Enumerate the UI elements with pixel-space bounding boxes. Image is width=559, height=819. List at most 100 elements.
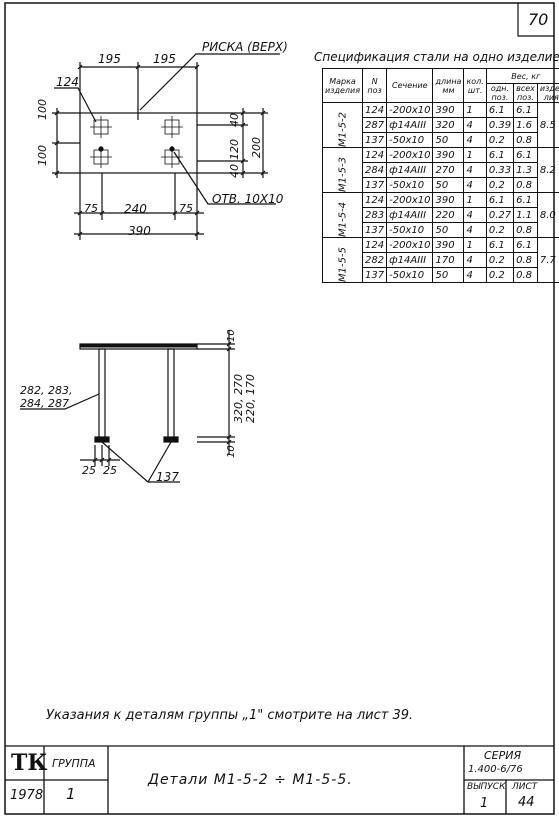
spec-cell-w-one: 0.33 (485, 162, 515, 178)
side-view (20, 330, 235, 483)
dim-40-upper: 40 (228, 113, 241, 127)
spec-cell-length: 390 (432, 192, 465, 208)
spec-cell-length: 50 (432, 132, 465, 148)
series-label: СЕРИЯ (484, 749, 522, 762)
col-mark: Марка изделия (321, 68, 364, 103)
spec-cell-section: ф14АIII (386, 207, 434, 223)
spec-cell-w-all: 0.8 (513, 267, 538, 283)
spec-cell-section: -200х10 (386, 237, 434, 253)
side-dim-25-right: 25 (103, 464, 117, 477)
spec-mark: М1-5-3 (322, 147, 363, 193)
col-section: Сечение (386, 68, 434, 103)
spec-cell-section: -50х10 (386, 132, 434, 148)
sheet-value: 44 (518, 795, 535, 810)
spec-cell-section: -200х10 (386, 192, 434, 208)
spec-cell-w-all: 1.3 (513, 162, 538, 178)
dim-200: 200 (250, 137, 263, 158)
spec-cell-count: 1 (463, 147, 487, 163)
spec-cell-w-all: 6.1 (513, 147, 538, 163)
spec-cell-w-one: 6.1 (485, 192, 515, 208)
spec-cell-section: ф14АIII (386, 252, 434, 268)
side-dim-25-left: 25 (82, 464, 96, 477)
spec-cell-count: 4 (463, 177, 487, 193)
spec-item-weight: 8.0 (536, 192, 559, 238)
spec-cell-count: 4 (463, 267, 487, 283)
spec-cell-n: 137 (362, 177, 388, 193)
spec-cell-n: 283 (362, 207, 388, 223)
spec-cell-w-all: 0.8 (513, 222, 538, 238)
dim-75-right: 75 (179, 202, 193, 215)
group-value: 1 (66, 785, 76, 803)
dim-100-upper: 100 (36, 99, 49, 120)
side-label-1: 282, 283, (20, 384, 73, 397)
spec-cell-count: 4 (463, 207, 487, 223)
dim-120: 120 (228, 139, 241, 160)
spec-cell-length: 220 (432, 207, 465, 223)
spec-cell-count: 1 (463, 102, 487, 118)
col-length: длина мм (432, 68, 465, 103)
year: 1978 (10, 788, 44, 803)
spec-cell-n: 282 (362, 252, 388, 268)
series-value: 1.400-6/76 (468, 764, 523, 775)
dim-40-lower: 40 (228, 164, 241, 178)
spec-cell-section: -200х10 (386, 102, 434, 118)
spec-cell-n: 124 (362, 192, 388, 208)
sheet-label: ЛИСТ (512, 782, 538, 792)
hole-label: ОТВ. 10Х10 (212, 192, 284, 206)
dim-195-right: 195 (153, 52, 176, 66)
spec-mark: М1-5-2 (322, 102, 363, 148)
spec-cell-w-one: 6.1 (485, 237, 515, 253)
spec-cell-section: ф14АIII (386, 162, 434, 178)
spec-cell-length: 390 (432, 237, 465, 253)
spec-cell-w-one: 0.2 (485, 252, 515, 268)
label-124: 124 (56, 75, 79, 89)
spec-cell-count: 4 (463, 162, 487, 178)
mark-label: РИСКА (ВЕРХ) (202, 40, 288, 54)
col-n: N поз (362, 68, 388, 103)
side-label-2: 284, 287 (20, 397, 69, 410)
spec-cell-length: 390 (432, 102, 465, 118)
spec-cell-length: 390 (432, 147, 465, 163)
spec-cell-w-all: 0.8 (513, 132, 538, 148)
spec-cell-length: 50 (432, 177, 465, 193)
plan-view (52, 53, 280, 240)
spec-cell-w-all: 1.6 (513, 117, 538, 133)
col-w-one: одн. поз. (485, 83, 515, 103)
spec-cell-n: 137 (362, 267, 388, 283)
spec-mark: М1-5-5 (322, 237, 363, 283)
sheet-note: Указания к деталям группы „1" смотрите н… (46, 708, 414, 723)
page-number: 70 (528, 10, 549, 29)
group-label: ГРУППА (52, 757, 96, 770)
col-count: кол. шт. (463, 68, 487, 103)
spec-cell-length: 320 (432, 117, 465, 133)
spec-cell-w-all: 0.8 (513, 177, 538, 193)
spec-title: Спецификация стали на одно изделие (314, 50, 559, 64)
spec-cell-length: 270 (432, 162, 465, 178)
org-mark: ТК (11, 750, 48, 776)
dim-390: 390 (128, 224, 151, 238)
spec-cell-w-one: 0.2 (485, 267, 515, 283)
spec-cell-w-one: 0.2 (485, 132, 515, 148)
spec-cell-n: 124 (362, 237, 388, 253)
spec-mark: М1-5-4 (322, 192, 363, 238)
spec-cell-w-one: 0.2 (485, 222, 515, 238)
col-w-all: всех поз. (513, 83, 538, 103)
spec-cell-w-one: 0.27 (485, 207, 515, 223)
spec-cell-n: 137 (362, 132, 388, 148)
drawing-title: Детали М1-5-2 ÷ М1-5-5. (148, 772, 353, 788)
side-dim-10-bottom: 10 (226, 445, 237, 458)
spec-cell-length: 50 (432, 267, 465, 283)
side-dim-10-top: 10 (226, 329, 237, 342)
spec-cell-w-one: 0.39 (485, 117, 515, 133)
spec-cell-section: -50х10 (386, 177, 434, 193)
spec-cell-n: 124 (362, 102, 388, 118)
spec-cell-w-one: 0.2 (485, 177, 515, 193)
